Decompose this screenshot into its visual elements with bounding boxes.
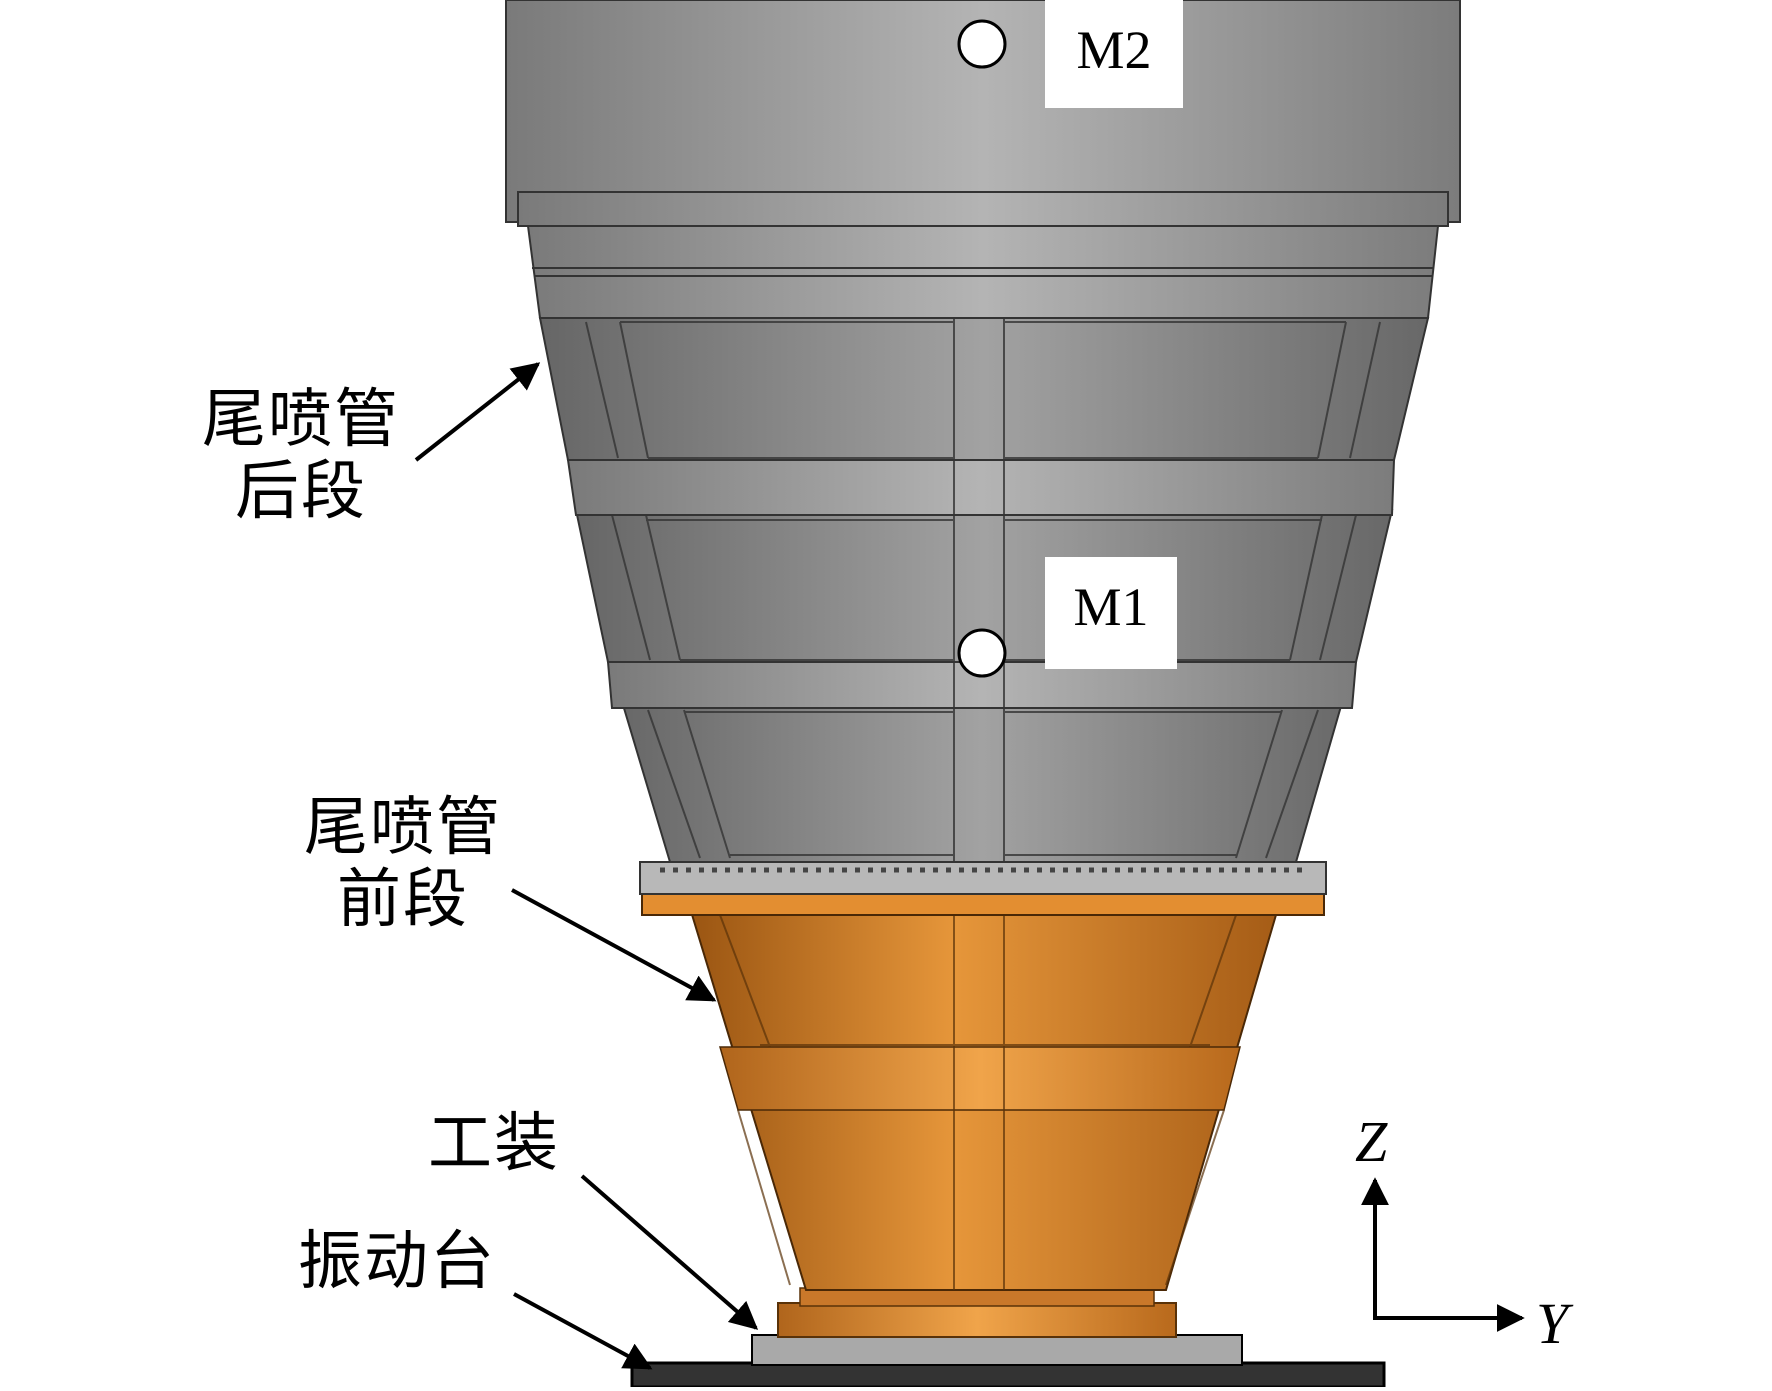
aft-section-arrow: [414, 362, 541, 462]
m2-label: M2: [1045, 0, 1183, 108]
aft-top-band: [526, 225, 1440, 319]
fixture-plate: [751, 1334, 1243, 1366]
joint-flange: [639, 861, 1327, 895]
front-base-ring: [777, 1302, 1177, 1338]
front-section-label: 尾喷管 前段: [298, 792, 508, 936]
aft-section-label-line1: 尾喷管: [202, 383, 400, 457]
front-top-flange: [641, 892, 1325, 916]
fixture-arrow: [580, 1174, 759, 1330]
z-axis-label: Z: [1355, 1109, 1388, 1174]
front-section-arrow: [511, 888, 717, 1002]
m1-label: M1: [1045, 557, 1177, 669]
aft-middle-band: [566, 459, 1396, 516]
front-nozzle-band: [719, 1046, 1241, 1111]
aft-section-label-line2: 后段: [235, 455, 367, 529]
aft-section-label: 尾喷管 后段: [196, 384, 406, 528]
shaker-arrow: [513, 1292, 653, 1370]
aft-frame-ribs: [585, 318, 1381, 862]
m2-marker: [957, 19, 1007, 69]
aft-upper-cone: [538, 317, 1430, 461]
m1-marker: [957, 628, 1007, 678]
shaker-table: [630, 1361, 1386, 1389]
front-section-label-line2: 前段: [337, 863, 469, 937]
y-axis-label: Y: [1536, 1291, 1569, 1356]
fixture-label: 工装: [428, 1107, 560, 1181]
aft-top-cylinder-rim: [517, 191, 1449, 227]
front-nozzle-ribs: [719, 912, 1237, 1290]
shaker-label: 振动台: [298, 1225, 496, 1299]
front-section-label-line1: 尾喷管: [304, 791, 502, 865]
